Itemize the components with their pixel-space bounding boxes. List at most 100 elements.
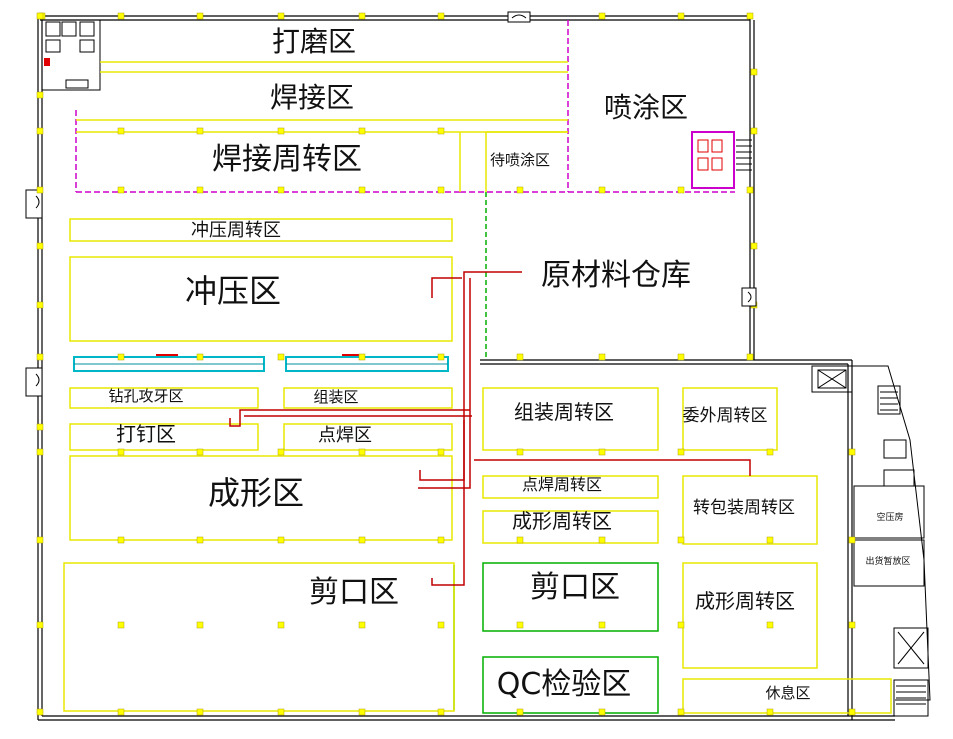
label-air-compressor-room: 空压房	[876, 511, 903, 523]
label-drill-tap: 钻孔攻牙区	[108, 387, 183, 405]
column-marker	[750, 127, 758, 135]
column-marker	[766, 621, 774, 629]
column-marker	[437, 186, 445, 194]
column-marker	[848, 708, 856, 716]
column-marker	[117, 708, 125, 716]
label-shearing-left: 剪口区	[309, 575, 399, 610]
column-marker	[746, 353, 754, 361]
column-marker	[750, 68, 758, 76]
red-marker	[44, 58, 50, 66]
label-spot-weld: 点焊区	[318, 425, 372, 446]
column-marker	[848, 448, 856, 456]
column-marker	[516, 708, 524, 716]
column-marker	[677, 621, 685, 629]
column-marker	[766, 708, 774, 716]
label-spot-weld-turnover: 点焊周转区	[522, 475, 602, 494]
label-assembly-turnover: 组装周转区	[514, 400, 614, 424]
spray-booth-inner	[697, 139, 723, 171]
column-marker	[437, 708, 445, 716]
column-marker	[196, 621, 204, 629]
column-marker	[677, 708, 685, 716]
column-marker	[196, 353, 204, 361]
column-marker	[277, 621, 285, 629]
label-spraying: 喷涂区	[604, 91, 688, 124]
column-marker	[358, 353, 366, 361]
column-marker	[598, 448, 606, 456]
column-marker	[437, 536, 445, 544]
spray-booth-stairs	[736, 139, 752, 171]
label-welding: 焊接区	[270, 81, 354, 114]
column-marker	[36, 91, 44, 99]
column-marker	[437, 448, 445, 456]
column-marker	[36, 423, 44, 431]
column-marker	[358, 708, 366, 716]
column-marker	[598, 186, 606, 194]
column-marker	[516, 186, 524, 194]
label-rest-area: 休息区	[765, 684, 810, 702]
column-marker	[598, 708, 606, 716]
column-marker	[848, 621, 856, 629]
column-marker	[117, 536, 125, 544]
label-shearing-mid: 剪口区	[530, 570, 620, 605]
column-marker	[277, 127, 285, 135]
column-marker	[677, 12, 685, 20]
column-marker	[36, 708, 44, 716]
column-marker	[746, 12, 754, 20]
right-annex	[811, 365, 931, 717]
column-marker	[358, 186, 366, 194]
label-forming: 成形区	[208, 474, 304, 512]
column-marker	[437, 12, 445, 20]
column-marker	[516, 536, 524, 544]
column-marker	[196, 12, 204, 20]
column-markers	[36, 12, 856, 716]
column-marker	[117, 353, 125, 361]
column-marker	[746, 186, 754, 194]
column-marker	[277, 448, 285, 456]
column-marker	[516, 353, 524, 361]
label-stamping-turnover: 冲压周转区	[191, 220, 281, 241]
label-assembly: 组装区	[313, 388, 358, 406]
restroom-block	[41, 19, 101, 91]
left-wall-doors	[25, 189, 43, 397]
column-marker	[677, 353, 685, 361]
label-grinding: 打磨区	[272, 25, 356, 58]
label-shipping-temp-storage: 出货暂放区	[865, 555, 910, 567]
column-marker	[358, 621, 366, 629]
column-marker	[766, 536, 774, 544]
column-marker	[277, 353, 285, 361]
column-marker	[196, 708, 204, 716]
material-routes	[229, 271, 751, 586]
green-zones	[482, 562, 659, 714]
column-marker	[516, 448, 524, 456]
column-marker	[358, 127, 366, 135]
column-marker	[117, 12, 125, 20]
label-pre-spray: 待喷涂区	[490, 151, 550, 169]
column-marker	[36, 127, 44, 135]
column-marker	[598, 536, 606, 544]
column-marker	[117, 621, 125, 629]
column-marker	[750, 242, 758, 250]
label-raw-material-warehouse: 原材料仓库	[541, 258, 691, 293]
column-marker	[437, 353, 445, 361]
machine-bar-captions	[156, 354, 364, 356]
label-qc-inspection: QC检验区	[497, 667, 632, 702]
column-marker	[36, 242, 44, 250]
column-marker	[117, 127, 125, 135]
column-marker	[848, 536, 856, 544]
column-marker	[358, 536, 366, 544]
column-marker	[677, 536, 685, 544]
column-marker	[358, 12, 366, 20]
column-marker	[36, 12, 44, 20]
column-marker	[196, 127, 204, 135]
column-marker	[598, 621, 606, 629]
column-marker	[36, 536, 44, 544]
column-marker	[598, 12, 606, 20]
machine-bars	[73, 356, 449, 372]
column-marker	[277, 536, 285, 544]
label-nailing: 打钉区	[116, 422, 176, 446]
column-marker	[36, 448, 44, 456]
label-welding-turnover: 焊接周转区	[212, 142, 362, 177]
label-stamping: 冲压区	[185, 272, 281, 310]
column-marker	[196, 448, 204, 456]
column-marker	[598, 353, 606, 361]
